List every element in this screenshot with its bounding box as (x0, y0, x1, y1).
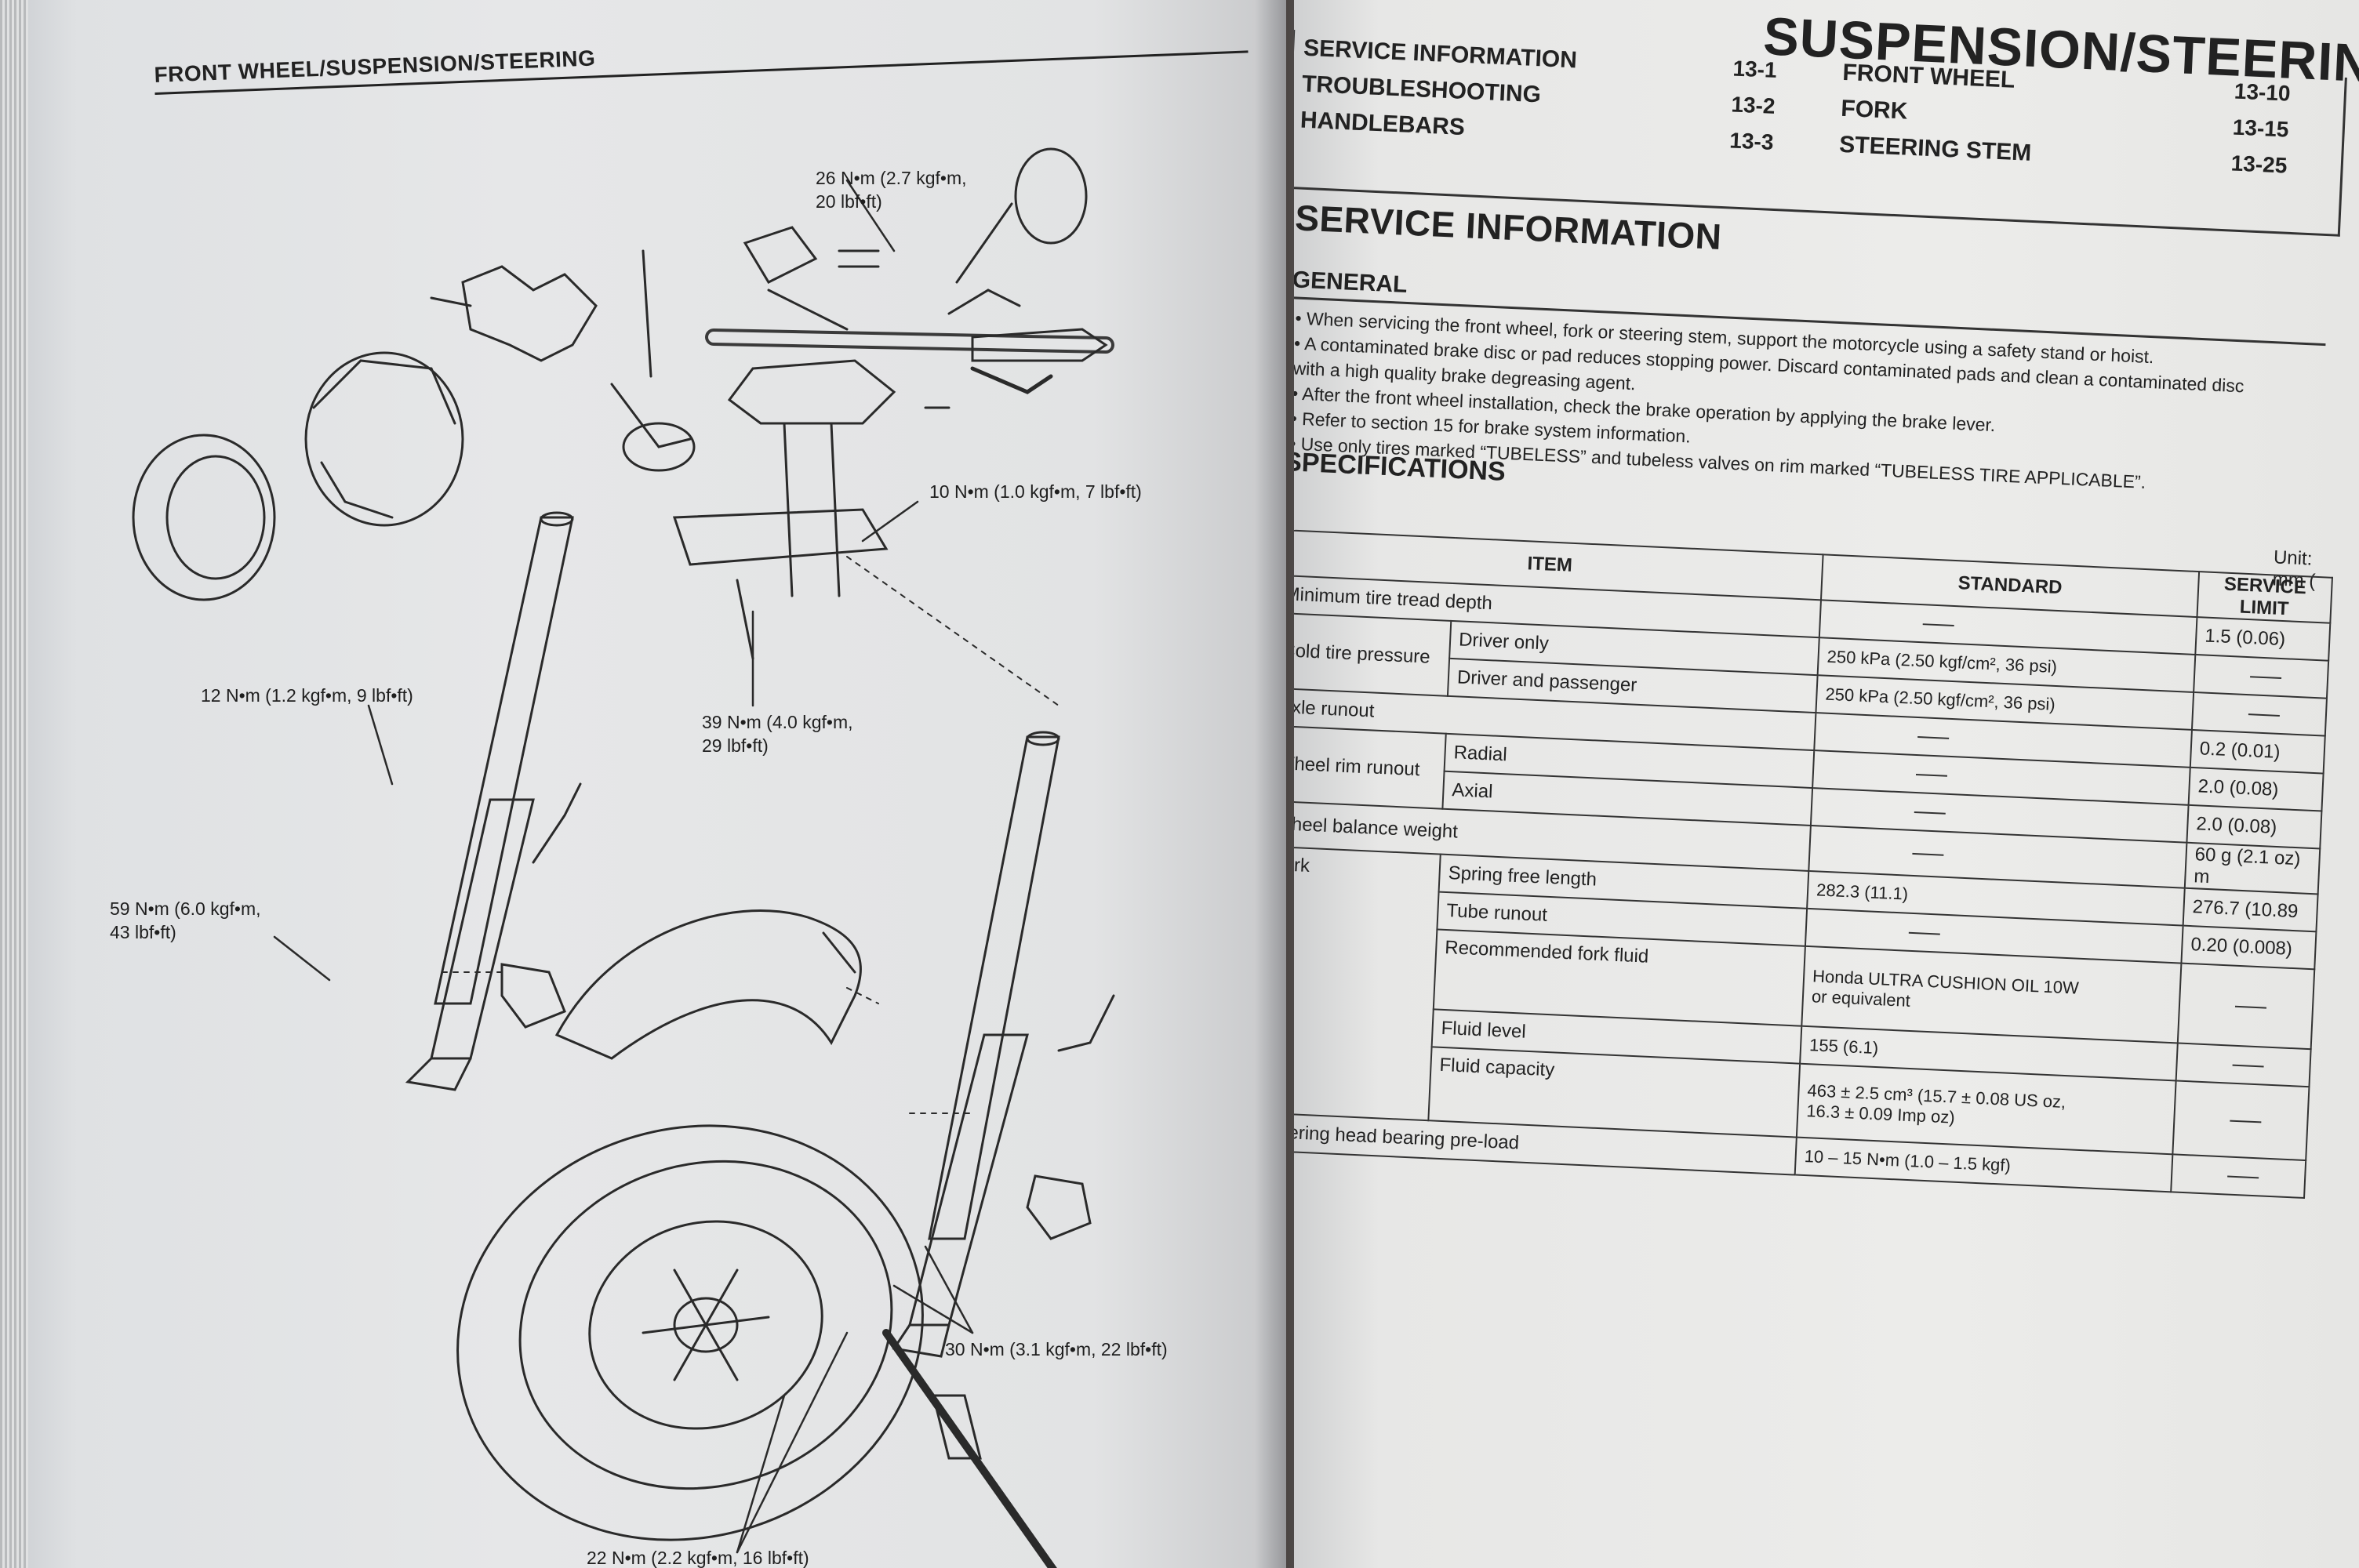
toc-page-number: 13-15 (2232, 114, 2290, 142)
toc-item: STEERING STEM (1838, 131, 2032, 166)
page-stack-edge (0, 0, 28, 1568)
toc-page-number: 13-10 (2234, 78, 2292, 106)
dash (1912, 852, 1944, 856)
fender-illustration (554, 909, 862, 1060)
right-page-content: SUSPENSION/STEERING SERVICE INFORMATION … (1294, 0, 2359, 1568)
dash (1915, 773, 1948, 777)
headlight-illustration (132, 351, 464, 601)
left-page-header: FRONT WHEEL/SUSPENSION/STEERING (154, 20, 1252, 95)
toc-item: FORK (1840, 95, 1909, 125)
dash (2248, 713, 2280, 717)
toc-item: FRONT WHEEL (1841, 59, 2016, 93)
dash (2250, 675, 2282, 679)
toc-page-number: 13-1 (1732, 56, 1778, 83)
specifications-table: ITEM STANDARD SERVICE LIMIT Minimum tire… (1294, 529, 2333, 1199)
torque-label-12nm: 12 N•m (1.2 kgf•m, 9 lbf•ft) (201, 685, 413, 706)
dash (2234, 1005, 2267, 1009)
bracket-illustration (430, 249, 696, 472)
general-heading: GENERAL (1294, 267, 1408, 298)
right-fork-illustration (892, 731, 1115, 1460)
dash (2227, 1175, 2259, 1179)
torque-label-10nm: 10 N•m (1.0 kgf•m, 7 lbf•ft) (929, 481, 1142, 502)
dash (1908, 931, 1940, 935)
toc-item: SERVICE INFORMATION (1303, 34, 1578, 74)
toc-page-number: 13-2 (1730, 92, 1776, 118)
toc-page-number: 13-3 (1728, 128, 1775, 154)
torque-label-39nm: 39 N•m (4.0 kgf•m, 29 lbf•ft) (702, 712, 853, 756)
dash (1914, 811, 1946, 815)
dash (2232, 1064, 2264, 1068)
col-header-service-limit: SERVICE LIMIT (2197, 572, 2332, 623)
handlebar-illustration (705, 147, 1114, 394)
exploded-view-diagram (132, 147, 1115, 1568)
left-fork-illustration (405, 511, 582, 1091)
left-page: FRONT WHEEL/SUSPENSION/STEERING (0, 0, 1286, 1568)
torque-label-59nm: 59 N•m (6.0 kgf•m, 43 lbf•ft) (110, 898, 261, 942)
torque-label-26nm: 26 N•m (2.7 kgf•m, 20 lbf•ft) (816, 168, 967, 212)
steering-stem-illustration (672, 359, 951, 660)
toc-page-number: 13-25 (2230, 151, 2288, 178)
dash (2230, 1120, 2262, 1123)
front-wheel-illustration (456, 1124, 924, 1541)
axle-illustration (882, 1329, 1057, 1568)
torque-label-22nm: 22 N•m (2.2 kgf•m, 16 lbf•ft) (587, 1548, 809, 1568)
toc-item: HANDLEBARS (1299, 107, 1466, 141)
right-page: SUSPENSION/STEERING SERVICE INFORMATION … (1294, 0, 2359, 1568)
dash (1922, 622, 1954, 626)
toc-item: TROUBLESHOOTING (1301, 71, 1542, 108)
dash (1917, 735, 1950, 739)
left-header-title: FRONT WHEEL/SUSPENSION/STEERING (154, 45, 596, 87)
torque-label-30nm: 30 N•m (3.1 kgf•m, 22 lbf•ft) (945, 1339, 1168, 1359)
